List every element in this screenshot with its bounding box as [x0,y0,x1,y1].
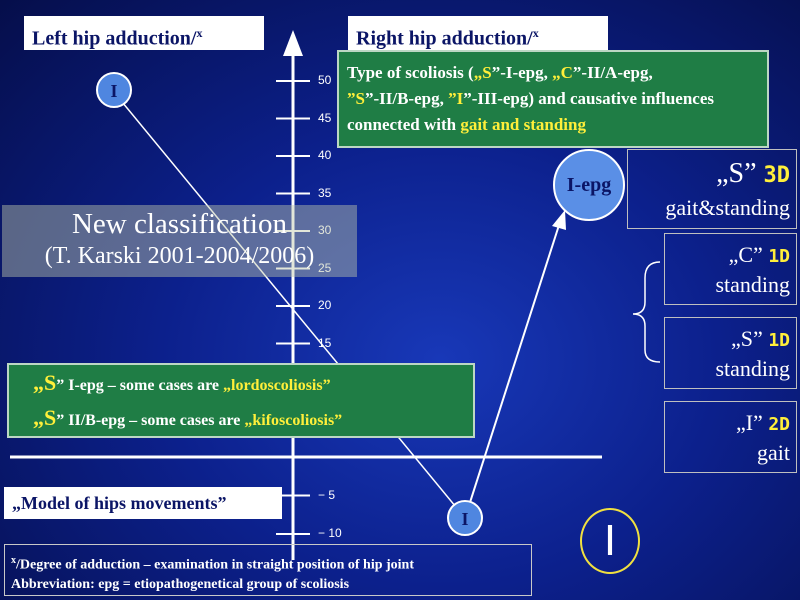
point-bottom: I [447,500,483,536]
box-s-3d-sub: gait&standing [665,195,790,220]
point-bottom-label: I [461,509,469,529]
point-top-left: I [96,72,132,108]
right-hip-label-text: Right hip adduction/ [356,27,533,50]
box-s-3d-title: „S” 3D [628,156,790,194]
box-c-1d-dim: 1D [768,246,790,267]
box-c-1d-label: „C” [728,242,769,267]
box-s-1d-dim: 1D [768,330,790,351]
info-text-5: ”-III-epg) and causative influences conn… [347,89,714,134]
box-s-1d-sub: standing [715,356,790,381]
cases-s2: „S [33,405,57,430]
left-hip-label-sup: x [196,26,203,40]
cases-s1: „S [33,370,57,395]
box-s-1d: „S” 1D standing [664,317,797,389]
footnote-line-2: Abbreviation: epg = etiopathogenetical g… [11,576,350,592]
new-classification-box: New classification (T. Karski 2001-2004/… [2,205,357,277]
scoliosis-type-box: Type of scoliosis („S”-I-epg, „C”-II/A-e… [337,50,769,148]
box-c-1d-title: „C” 1D [665,240,790,272]
scale-tick-label-5: 25 [318,260,332,275]
point-top-left-label: I [110,81,118,101]
cases-line-1: „S” I-epg – some cases are „lordoscolios… [33,367,473,402]
cases-line-2: „S” II/B-epg – some cases are „kifoscoli… [33,402,473,437]
model-label: „Model of hips movements” [4,487,282,519]
cases-yellow-1: „lordoscoliosis” [223,377,331,394]
info-s2: „C [552,63,573,82]
point-epg: I-epg [553,149,625,221]
footnote-box: x/Degree of adduction – examination in s… [4,544,532,596]
box-i-2d-sub: gait [757,440,790,465]
info-s1: „S [473,63,492,82]
footnote-line-1: x/Degree of adduction – examination in s… [11,551,525,575]
right-hip-label: Right hip adduction/x [348,16,608,50]
cases-box: „S” I-epg – some cases are „lordoscolios… [7,363,475,438]
info-s4: ”I [448,89,464,108]
box-s-3d-label: „S” [716,158,764,189]
scale-tick-label-3: 35 [318,185,332,200]
info-s3: ”S [347,89,365,108]
box-s-1d-label: „S” [731,326,769,351]
scale-tick-label-0: 50 [318,73,332,87]
info-text-4: ”-II/B-epg, [364,89,449,108]
diagonal-arrow-right [464,221,561,519]
cases-text-2: ” II/B-epg – some cases are [56,412,245,429]
diagonal-arrow-right-head [552,210,566,230]
box-s-1d-title: „S” 1D [665,324,790,356]
box-i-2d-label: „I” [735,410,769,435]
right-hip-label-sup: x [532,26,539,40]
big-i-badge: I [580,508,640,574]
big-i-text: I [603,516,617,565]
scale-tick-label-6: 20 [318,298,332,312]
box-c-1d-sub: standing [715,272,790,297]
model-label-text: „Model of hips movements” [12,493,227,513]
footnote-sup: x [11,555,16,566]
box-i-2d: „I” 2D gait [664,401,797,473]
scale-tick-label-2: 40 [318,148,332,162]
info-text-3: ”-II/A-epg, [572,63,653,82]
vertical-axis-arrowhead [283,30,303,56]
box-i-2d-dim: 2D [768,414,790,435]
info-s5: gait and standing [460,115,586,134]
box-s-3d-dim: 3D [763,163,791,188]
scale-tick-label-9: − 5 [318,487,336,502]
cases-yellow-2: „kifoscoliosis” [244,412,343,429]
cases-text-1: ” I-epg – some cases are [56,377,224,394]
scale-tick-label-7: 15 [318,335,332,350]
info-text-1: Type of scoliosis ( [347,63,474,82]
scale-tick-label-4: 30 [318,223,332,237]
new-classification-author: (T. Karski 2001-2004/2006) [44,243,315,269]
diagonal-line-left [112,90,466,519]
info-text-2: ”-I-epg, [491,63,553,82]
footnote-text-1: /Degree of adduction – examination in st… [16,557,414,573]
point-epg-label: I-epg [566,174,612,196]
scale-tick-label-1: 45 [318,110,332,125]
brace [632,261,661,363]
box-c-1d: „C” 1D standing [664,233,797,305]
box-i-2d-title: „I” 2D [665,408,790,440]
left-hip-label: Left hip adduction/x [24,16,264,50]
scale-tick-label-10: − 10 [318,526,342,540]
new-classification-title: New classification [71,208,287,240]
left-hip-label-text: Left hip adduction/ [32,27,197,50]
box-s-3d: „S” 3D gait&standing [627,149,797,229]
